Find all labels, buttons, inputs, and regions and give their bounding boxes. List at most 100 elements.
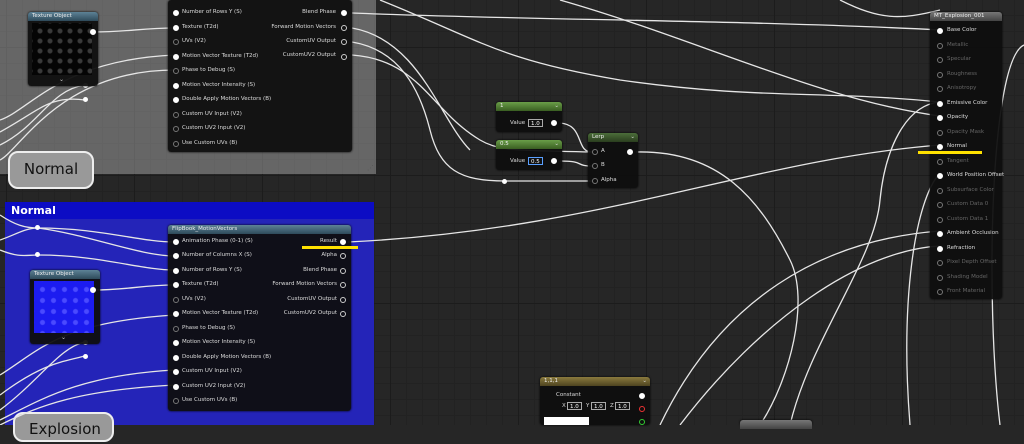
chevron-down-icon[interactable]: ⌄ bbox=[554, 141, 559, 147]
input-pin[interactable] bbox=[173, 97, 179, 103]
material-input-pin[interactable] bbox=[937, 115, 943, 121]
material-input-pin[interactable] bbox=[937, 216, 943, 223]
output-pin[interactable] bbox=[340, 239, 346, 245]
flipbook-motion-vectors-node-top[interactable]: Number of Rows Y (S) Texture (T2d) UVs (… bbox=[168, 0, 352, 152]
output-pin[interactable] bbox=[341, 39, 347, 45]
x-value-field[interactable]: 1.0 bbox=[567, 402, 582, 410]
input-pin[interactable] bbox=[173, 68, 179, 74]
output-pin-r[interactable] bbox=[639, 406, 645, 412]
reroute-dot[interactable] bbox=[83, 354, 88, 359]
output-pin[interactable] bbox=[340, 282, 346, 288]
material-input-pin[interactable] bbox=[937, 202, 943, 208]
output-pin[interactable] bbox=[340, 297, 346, 303]
y-value-field[interactable]: 1.0 bbox=[591, 402, 606, 410]
texture-object-node-bottom[interactable]: Texture Object ⌄ bbox=[30, 270, 100, 344]
wire bbox=[0, 384, 176, 425]
partial-node[interactable] bbox=[740, 420, 812, 429]
value-field[interactable]: 1.0 bbox=[528, 119, 543, 127]
output-pin[interactable] bbox=[341, 54, 347, 60]
output-pin-g[interactable] bbox=[639, 419, 645, 425]
reroute-dot[interactable] bbox=[35, 252, 40, 257]
resize-handle-icon[interactable]: ⋰ bbox=[367, 164, 374, 172]
input-pin[interactable] bbox=[173, 10, 179, 16]
material-input-pin[interactable] bbox=[937, 129, 943, 136]
material-input-pin[interactable] bbox=[937, 42, 943, 49]
material-input-pin[interactable] bbox=[937, 158, 943, 165]
input-pin[interactable] bbox=[173, 253, 179, 259]
input-pin[interactable] bbox=[173, 369, 179, 375]
texture-output-pin[interactable] bbox=[90, 287, 96, 293]
material-input-pin[interactable] bbox=[937, 86, 943, 92]
output-pin[interactable] bbox=[340, 253, 346, 259]
output-pin[interactable] bbox=[627, 149, 633, 155]
node-title: Texture Object bbox=[30, 270, 100, 279]
input-pin[interactable] bbox=[173, 141, 179, 147]
input-pin[interactable] bbox=[173, 54, 179, 60]
texture-output-pin[interactable] bbox=[90, 29, 96, 35]
output-pin[interactable] bbox=[551, 158, 557, 164]
reroute-dot[interactable] bbox=[83, 97, 88, 102]
material-input-label: Roughness bbox=[947, 70, 978, 77]
texture-object-node-top[interactable]: Texture Object ⌄ bbox=[28, 12, 98, 86]
constant-node-1[interactable]: 1⌄ Value 1.0 bbox=[496, 102, 562, 132]
flipbook-motion-vectors-node-bottom[interactable]: FlipBook_MotionVectors Animation Phase (… bbox=[168, 225, 351, 411]
chevron-down-icon[interactable]: ⌄ bbox=[61, 334, 67, 341]
material-input-pin[interactable] bbox=[937, 100, 943, 107]
input-pin-a[interactable] bbox=[592, 149, 598, 155]
value-field[interactable]: 0.5 bbox=[528, 157, 543, 165]
input-pin[interactable] bbox=[173, 268, 179, 274]
material-input-pin[interactable] bbox=[937, 173, 943, 179]
input-pin[interactable] bbox=[173, 326, 179, 332]
material-input-pin[interactable] bbox=[937, 274, 943, 281]
chevron-down-icon[interactable]: ⌄ bbox=[642, 378, 647, 384]
input-pin[interactable] bbox=[173, 297, 179, 303]
reroute-dot[interactable] bbox=[35, 225, 40, 230]
input-pin[interactable] bbox=[173, 282, 179, 288]
input-pin[interactable] bbox=[173, 83, 179, 89]
comment-title-normal[interactable]: Normal bbox=[5, 202, 374, 219]
output-pin[interactable] bbox=[341, 10, 347, 16]
value-label: Value bbox=[510, 158, 526, 164]
input-pin[interactable] bbox=[173, 340, 179, 346]
z-value-field[interactable]: 1.0 bbox=[615, 402, 630, 410]
output-pin[interactable] bbox=[340, 311, 346, 317]
material-input-pin[interactable] bbox=[937, 71, 943, 78]
input-pin[interactable] bbox=[173, 112, 179, 118]
output-pin[interactable] bbox=[340, 268, 346, 274]
input-pin-b[interactable] bbox=[592, 163, 598, 169]
output-label: Forward Motion Vectors bbox=[272, 281, 337, 287]
constant-node-05[interactable]: 0.5⌄ Value 0.5 bbox=[496, 140, 562, 170]
material-input-pin[interactable] bbox=[937, 260, 943, 266]
material-input-pin[interactable] bbox=[937, 289, 943, 295]
lerp-node[interactable]: Lerp⌄ A B Alpha bbox=[588, 133, 638, 188]
input-label: Motion Vector Texture (T2d) bbox=[182, 53, 259, 59]
input-pin[interactable] bbox=[173, 39, 179, 45]
material-input-pin[interactable] bbox=[937, 144, 943, 150]
output-pin[interactable] bbox=[551, 120, 557, 126]
chevron-down-icon[interactable]: ⌄ bbox=[630, 134, 635, 140]
output-pin-rgb[interactable] bbox=[639, 393, 645, 399]
input-pin[interactable] bbox=[173, 239, 179, 245]
input-pin-alpha[interactable] bbox=[592, 178, 598, 184]
input-pin[interactable] bbox=[173, 126, 179, 132]
input-pin[interactable] bbox=[173, 25, 179, 31]
reroute-dot[interactable] bbox=[502, 179, 507, 184]
output-pin[interactable] bbox=[341, 25, 347, 31]
input-pin[interactable] bbox=[173, 398, 179, 404]
highlight-underline bbox=[302, 246, 358, 249]
input-pin[interactable] bbox=[173, 355, 179, 361]
input-pin[interactable] bbox=[173, 311, 179, 317]
material-input-label: Refraction bbox=[947, 244, 976, 251]
comment-bubble-normal[interactable]: Normal bbox=[8, 151, 94, 189]
material-input-pin[interactable] bbox=[937, 187, 943, 194]
chevron-down-icon[interactable]: ⌄ bbox=[59, 76, 65, 83]
constant3-vector-node[interactable]: 1,1,1⌄ Constant X 1.0 Y 1.0 Z 1.0 bbox=[540, 377, 650, 425]
material-input-pin[interactable] bbox=[937, 28, 943, 34]
material-input-label: Emissive Color bbox=[947, 99, 988, 106]
material-input-pin[interactable] bbox=[937, 231, 943, 237]
material-input-pin[interactable] bbox=[937, 57, 943, 63]
chevron-down-icon[interactable]: ⌄ bbox=[554, 103, 559, 109]
input-pin[interactable] bbox=[173, 384, 179, 390]
material-input-pin[interactable] bbox=[937, 245, 943, 252]
